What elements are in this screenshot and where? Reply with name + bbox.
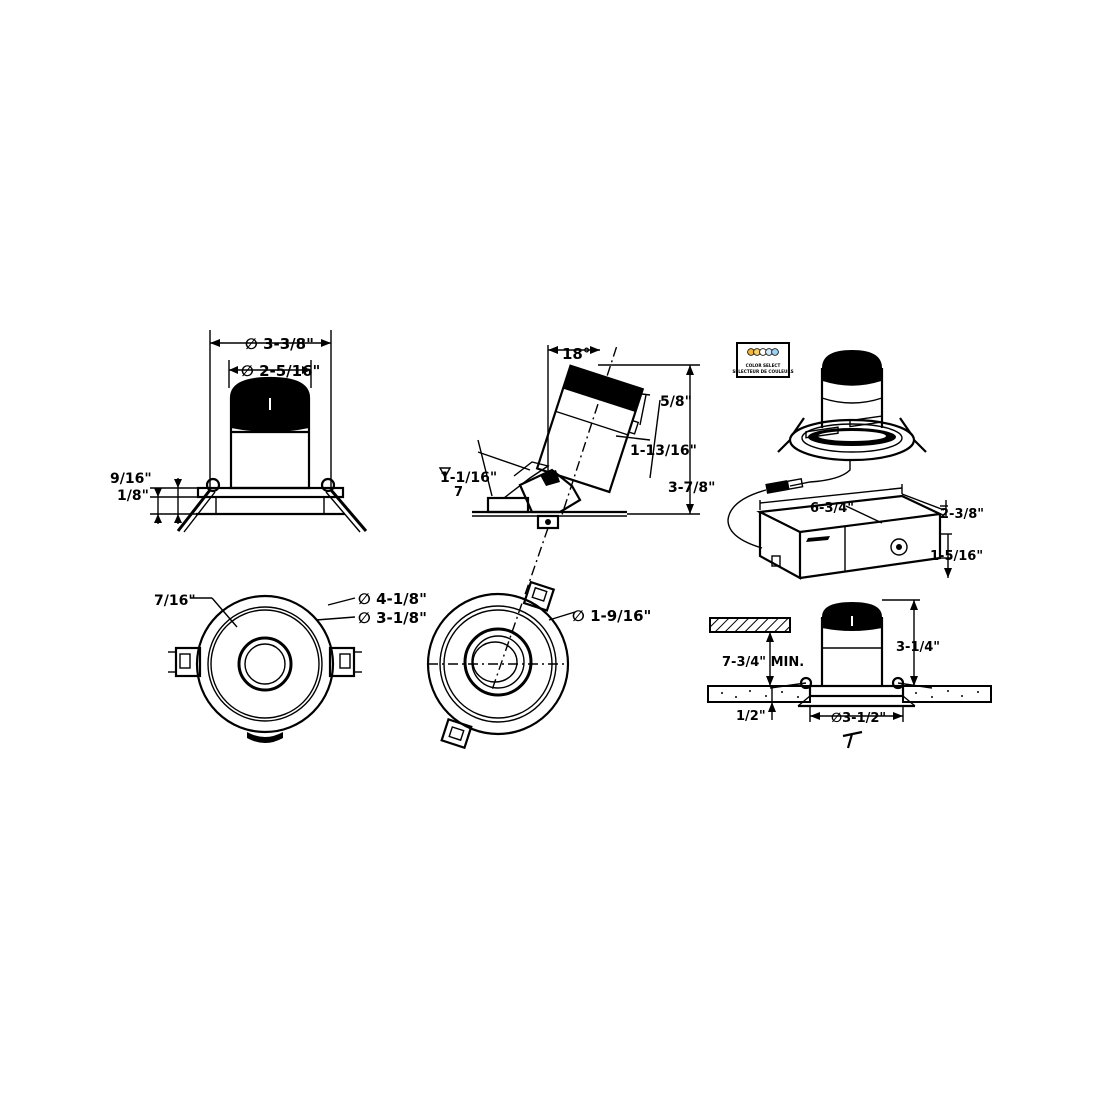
jbox-1-5-16-label: 1-5/16" — [930, 549, 983, 564]
svg-text:7: 7 — [454, 485, 463, 500]
ceiling-right — [902, 685, 992, 703]
inst-1-2-label: 1/2" — [736, 709, 766, 724]
tilt-axis-projection — [491, 527, 549, 691]
isometric-view: COLOR SELECT SELECTEUR DE COULEURS — [727, 342, 984, 580]
quick-connector — [765, 478, 804, 494]
tilt-1-13-16-label: 1-13/16" — [630, 443, 697, 459]
spring-clip-right — [320, 477, 368, 533]
plan-tilted-clip-bottom — [440, 718, 473, 750]
top-3-1-8-label: ∅ 3-1/8" — [358, 609, 427, 627]
tilt-3-7-8-label: 3-7/8" — [668, 480, 715, 496]
jbox-6-3-4-label: 6-3/4" — [810, 501, 854, 516]
front-h2-label: 1/8" — [117, 488, 149, 504]
tilt-angle-label: 18° — [562, 345, 590, 363]
cct-swatch-5 — [771, 348, 779, 356]
tilted-elevation-view: 18° 5/8" 1-13/16" 3-7/8" 1-1/16" 7 — [438, 345, 715, 691]
top-4-1-8-label: ∅ 4-1/8" — [358, 590, 427, 608]
tilt-1-1-16-label: 1-1/16" — [440, 470, 497, 486]
cct-label-line2: SELECTEUR DE COULEURS — [732, 369, 793, 374]
joist — [709, 617, 791, 633]
cct-select-label: COLOR SELECT SELECTEUR DE COULEURS — [732, 342, 794, 378]
tilt-5-8-label: 5/8" — [660, 394, 692, 410]
top2-1-9-16-label: ∅ 1-9/16" — [572, 607, 651, 625]
front-h1-label: 9/16" — [110, 471, 152, 487]
cct-label-line1: COLOR SELECT — [746, 363, 781, 368]
installation-section-view: 3-1/4" 7-3/4" MIN. 1/2" ∅3-1/2" — [707, 599, 992, 749]
inst-3-1-4-label: 3-1/4" — [896, 640, 940, 655]
inst-3-1-2-label: ∅3-1/2" — [831, 711, 886, 726]
junction-box — [756, 415, 944, 580]
plan-view-tilted: ∅ 1-9/16" — [426, 580, 651, 750]
front-inner-dia-label: ∅ 2-5/16" — [241, 362, 320, 380]
jbox-2-3-8-label: 2-3/8" — [940, 507, 984, 522]
front-elevation-view: ∅ 3-3/8" ∅ 2-5/16" 9/16" — [110, 330, 368, 533]
plan-clip-right — [328, 646, 362, 678]
ceiling-left — [707, 685, 811, 703]
plan-clip-left — [168, 646, 202, 678]
front-outer-dia-label: ∅ 3-3/8" — [245, 335, 314, 353]
top-7-16-label: 7/16" — [154, 593, 196, 609]
plan-view-straight: 7/16" ∅ 4-1/8" ∅ 3-1/8" — [154, 590, 427, 743]
inst-7-3-4-label: 7-3/4" MIN. — [722, 655, 804, 670]
plan-tilted-clip-top — [522, 580, 556, 612]
spring-clip-left — [176, 477, 221, 533]
tool-icon — [842, 730, 863, 749]
